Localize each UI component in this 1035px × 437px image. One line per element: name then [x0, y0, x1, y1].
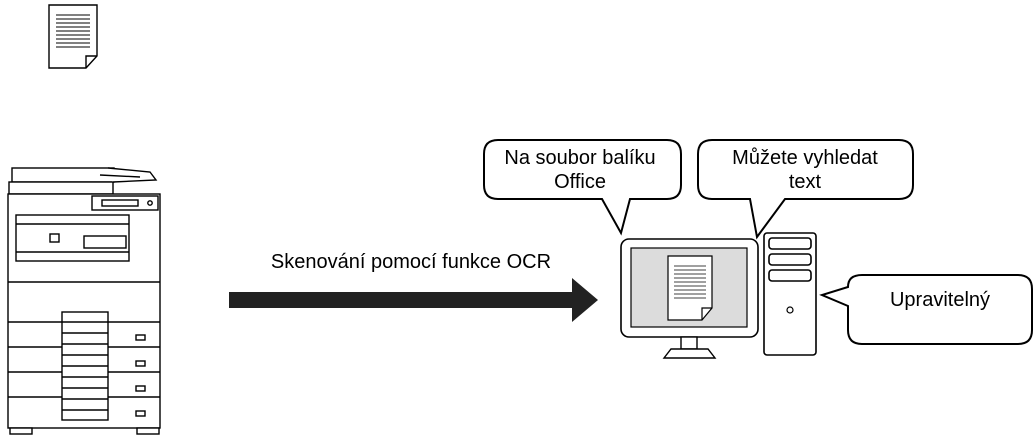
bubble-search [697, 139, 914, 240]
monitor-icon [620, 238, 759, 359]
bubble-office-line-1: Na soubor balíku [504, 147, 656, 169]
bubble-office [483, 139, 682, 236]
pc-tower-icon [763, 232, 817, 356]
bubble-search-line-1: Můžete vyhledat [732, 147, 878, 169]
multifunction-printer-icon [7, 167, 161, 435]
bubble-office-text: Na soubor balíku Office [486, 146, 674, 194]
bubble-search-text: Můžete vyhledat text [700, 146, 910, 194]
bubble-search-line-2: text [788, 171, 822, 193]
original-document-icon [48, 4, 98, 69]
scan-ocr-label: Skenování pomocí funkce OCR [270, 251, 552, 273]
bubble-edit-text: Upravitelný [889, 289, 991, 311]
bubble-office-line-2: Office [554, 171, 606, 193]
bubble-edit [819, 274, 1033, 345]
on-screen-document-icon [667, 255, 713, 321]
right-arrow-icon [229, 278, 598, 322]
